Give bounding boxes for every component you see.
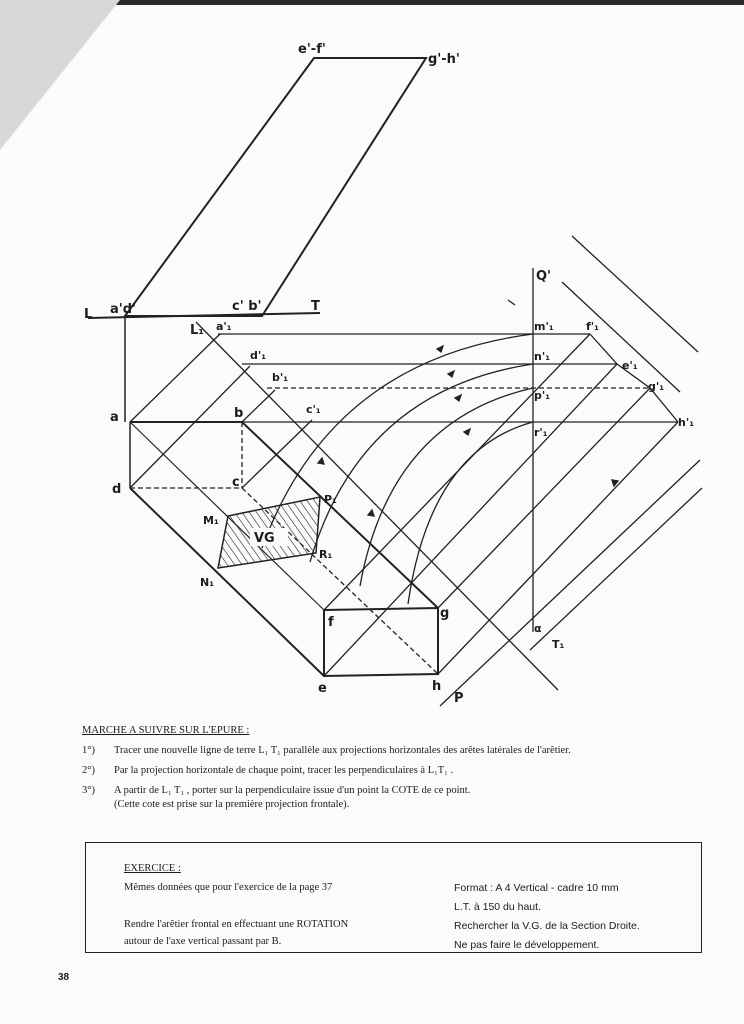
exercise-format: Format : A 4 Vertical - cadre 10 mm L.T.… (454, 879, 694, 955)
label-g1: g'₁ (648, 380, 664, 393)
label-b1: b'₁ (272, 371, 288, 384)
label-d1: d'₁ (250, 349, 266, 362)
label-l1: L₁ (190, 323, 204, 338)
label-gh-prime: g'-h' (428, 52, 460, 67)
label-h1: h'₁ (678, 416, 694, 429)
label-t: T (311, 299, 320, 314)
label-b: b (234, 406, 243, 421)
instructions-title: MARCHE A SUIVRE SUR L'EPURE : (82, 725, 250, 736)
instruction-step: 1°) Tracer une nouvelle ligne de terre L… (82, 744, 702, 757)
label-l: L (84, 307, 92, 322)
scan-top-edge (0, 0, 744, 5)
label-d: d (112, 482, 121, 497)
label-p1: p'₁ (534, 389, 550, 402)
label-f: f (328, 615, 334, 630)
step-text: Tracer une nouvelle ligne de terre L₁ T₁… (114, 745, 571, 757)
exercise-title: EXERCICE : (124, 863, 181, 874)
label-cb-prime: c' b' (232, 299, 262, 314)
label-g: g (440, 606, 449, 621)
exercise-box: EXERCICE : Mêmes données que pour l'exer… (85, 842, 702, 953)
step-text: Par la projection horizontale de chaque … (114, 765, 454, 777)
label-p: P (454, 691, 464, 706)
instruction-step: 2°) Par la projection horizontale de cha… (82, 764, 702, 777)
label-n1: n'₁ (534, 350, 550, 363)
folded-corner (0, 0, 120, 150)
label-ef-prime: e'-f' (298, 42, 326, 57)
label-e1: e'₁ (622, 359, 638, 372)
label-c1: c'₁ (306, 403, 321, 416)
format-line: Format : A 4 Vertical - cadre 10 mm (454, 882, 619, 894)
label-q-prime: Q' (536, 269, 551, 284)
label-e: e (318, 681, 327, 696)
label-a: a (110, 410, 119, 425)
step-number: 3°) (82, 785, 95, 797)
label-m1-point: M₁ (203, 514, 219, 527)
drawing-labels: e'-f' g'-h' L a'd' c' b' T L₁ a'₁ m'₁ f'… (84, 42, 694, 706)
instructions: MARCHE A SUIVRE SUR L'EPURE : 1°) Tracer… (82, 724, 702, 818)
format-line: Ne pas faire le développement. (454, 939, 600, 951)
label-t1: T₁ (552, 638, 565, 651)
label-h: h (432, 679, 441, 694)
label-r1-point: R₁ (319, 548, 332, 561)
label-m1: m'₁ (534, 320, 554, 333)
label-alpha: α (534, 622, 542, 635)
label-ad-prime: a'd' (110, 302, 136, 317)
exercise-line: autour de l'axe vertical passant par B. (124, 936, 282, 947)
step-text-block: A partir de L₁ T₁ , porter sur la perpen… (114, 784, 702, 810)
format-line: Rechercher la V.G. de la Section Droite. (454, 920, 640, 932)
instruction-step: 3°) A partir de L₁ T₁ , porter sur la pe… (82, 784, 702, 810)
label-f1: f'₁ (586, 320, 599, 333)
label-vg: VG (254, 531, 275, 546)
label-r1: r'₁ (534, 426, 548, 439)
exercise-statement: EXERCICE : Mêmes données que pour l'exer… (124, 863, 424, 947)
label-n1-point: N₁ (200, 576, 214, 589)
step-number: 2°) (82, 765, 95, 777)
step-text: A partir de L₁ T₁ , porter sur la perpen… (114, 785, 471, 797)
exercise-line: Mêmes données que pour l'exercice de la … (124, 882, 333, 893)
format-line: L.T. à 150 du haut. (454, 901, 541, 913)
page-number: 38 (58, 972, 70, 983)
step-text-note: (Cette cote est prise sur la première pr… (114, 798, 350, 810)
construction-lines (87, 57, 703, 707)
label-a1: a'₁ (216, 320, 232, 333)
label-p1-point: P₁ (324, 493, 337, 506)
step-number: 1°) (82, 745, 95, 757)
descriptive-geometry-drawing: e'-f' g'-h' L a'd' c' b' T L₁ a'₁ m'₁ f'… (84, 42, 703, 707)
exercise-line: Rendre l'arêtier frontal en effectuant u… (124, 919, 349, 930)
label-c: c (232, 475, 240, 490)
